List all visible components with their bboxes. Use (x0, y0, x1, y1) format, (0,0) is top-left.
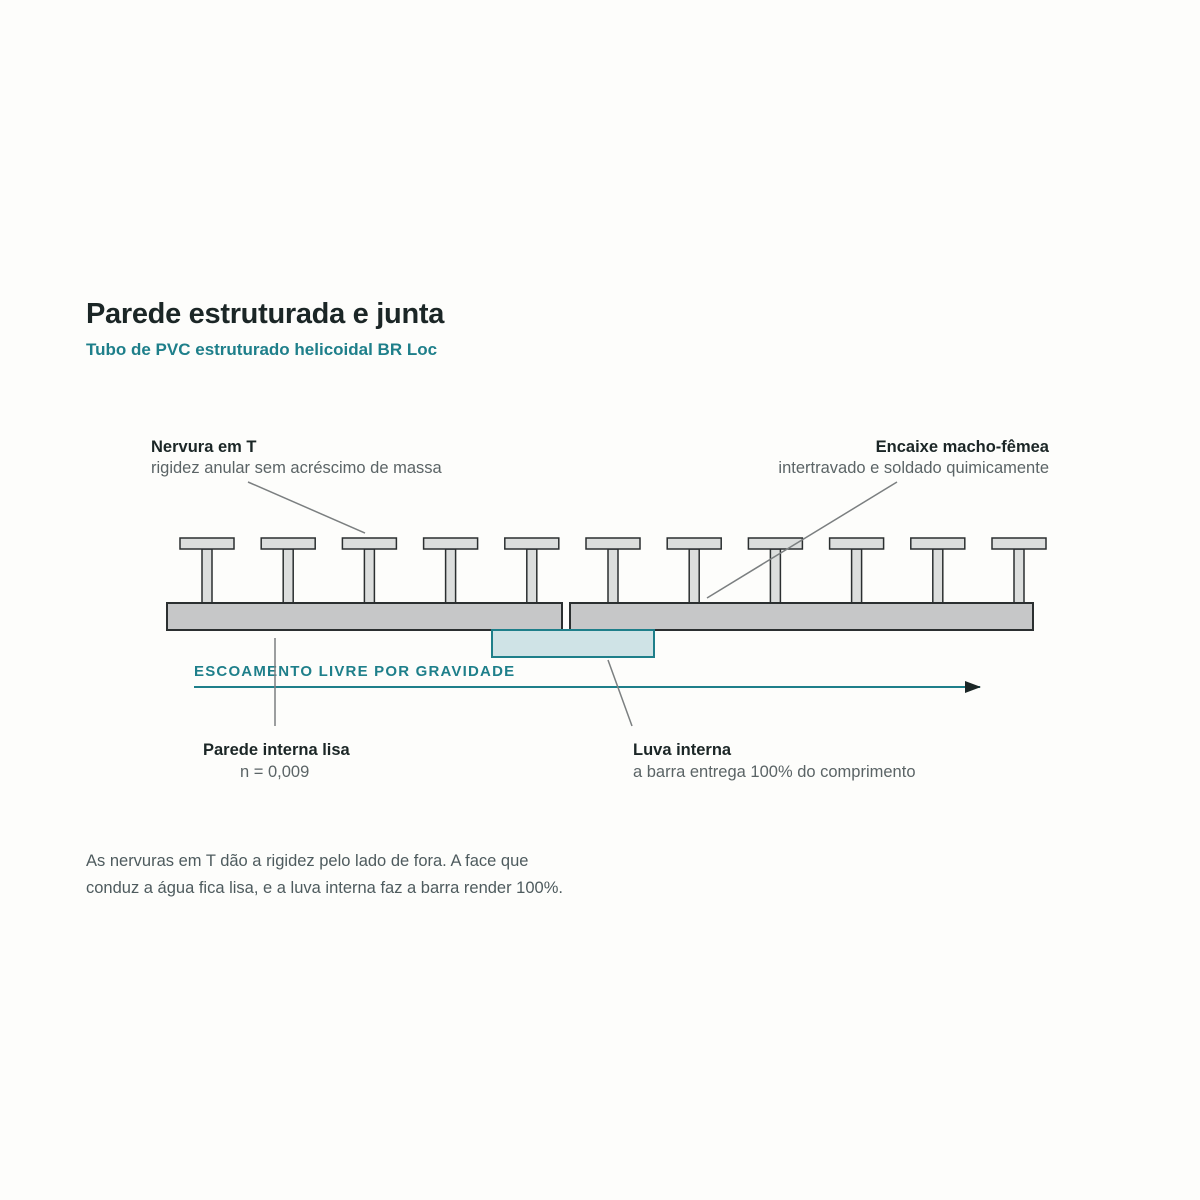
internal-sleeve (491, 629, 655, 658)
joint-label-desc: intertravado e soldado quimicamente (778, 459, 1049, 477)
t-rib-web (526, 548, 538, 604)
rib-label-title: Nervura em T (151, 438, 256, 456)
sleeve-label-title: Luva interna (633, 741, 732, 759)
t-rib-flange (828, 537, 885, 550)
pipe-wall-left-segment (166, 602, 563, 631)
inner-wall-label-title: Parede interna lisa (203, 741, 351, 759)
t-rib-web (607, 548, 619, 604)
t-rib-web (932, 548, 944, 604)
t-rib-flange (422, 537, 479, 550)
sleeve-label-desc: a barra entrega 100% do comprimento (633, 763, 916, 781)
t-rib-flange (585, 537, 641, 550)
diagram-subtitle: Tubo de PVC estruturado helicoidal BR Lo… (86, 340, 438, 359)
pipe-wall-right-segment (569, 602, 1034, 631)
leader-rib (247, 481, 366, 534)
caption-line-2: conduz a água fica lisa, e a luva intern… (86, 879, 563, 897)
t-rib-flange (747, 537, 804, 550)
leader-sleeve (607, 659, 633, 727)
t-rib-web (688, 548, 700, 604)
t-rib-flange (260, 537, 316, 550)
t-rib-flange (666, 537, 722, 550)
t-rib-flange (341, 537, 398, 550)
inner-wall-label-desc: n = 0,009 (240, 763, 309, 781)
t-rib-flange (504, 537, 560, 550)
caption-line-1: As nervuras em T dão a rigidez pelo lado… (86, 852, 529, 870)
diagram-title: Parede estruturada e junta (86, 298, 445, 330)
diagram-caption: As nervuras em T dão a rigidez pelo lado… (86, 848, 606, 902)
t-rib-web (1013, 548, 1025, 604)
joint-label-title: Encaixe macho-fêmea (876, 438, 1050, 456)
rib-label-desc: rigidez anular sem acréscimo de massa (151, 459, 443, 477)
t-rib-flange (910, 537, 966, 550)
t-rib-flange (179, 537, 235, 550)
t-rib-web (201, 548, 213, 604)
t-rib-flange (991, 537, 1047, 550)
t-rib-web (850, 548, 863, 604)
t-rib-web (282, 548, 294, 604)
leader-joint (706, 481, 898, 599)
t-rib-web (444, 548, 457, 604)
t-ribs-group (179, 537, 1047, 604)
flow-label: ESCOAMENTO LIVRE POR GRAVIDADE (194, 663, 515, 680)
t-rib-web (363, 548, 376, 604)
